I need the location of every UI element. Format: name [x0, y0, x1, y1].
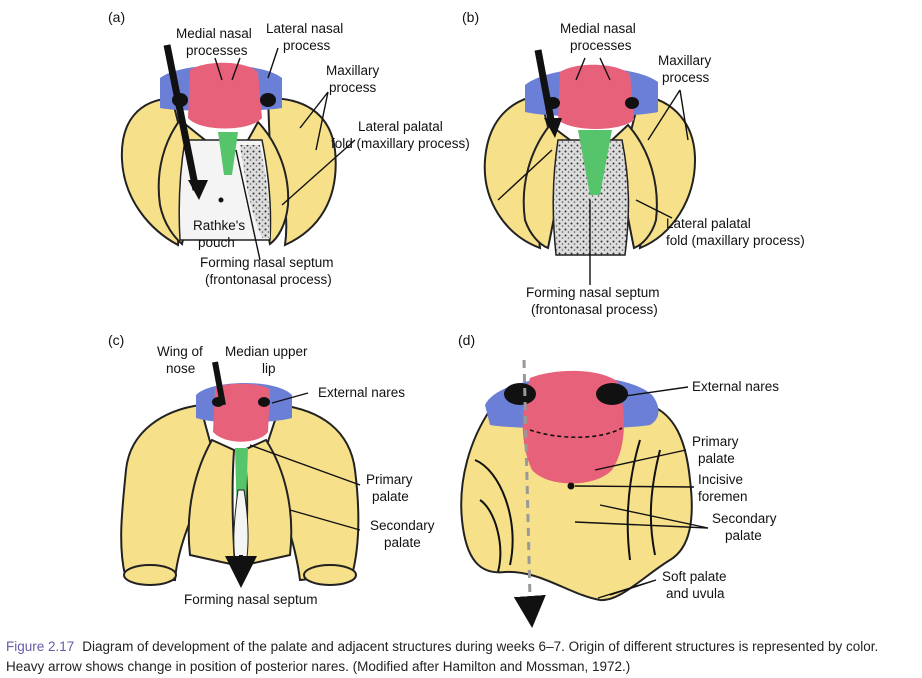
panel-d-fold-1 [474, 459, 514, 566]
panel-d-leader-soft-palate [597, 579, 657, 599]
panel-d-label-soft-2: and uvula [666, 586, 725, 601]
panel-d-label-secondary-2: palate [725, 528, 762, 543]
panel-c-label-secondary-2: palate [384, 535, 421, 550]
panel-d-leader-primary [594, 449, 687, 471]
panel-a: (a) Medial nasal processes Lateral nasal… [108, 9, 470, 287]
panel-c-label-wing-1: Wing of [157, 344, 203, 359]
panel-c-medial-nasal [213, 383, 270, 442]
panel-c-leader-nares [271, 392, 309, 404]
panel-b-heavy-arrow [534, 49, 556, 126]
panel-a-label-maxillary-2: process [329, 80, 377, 95]
palate-development-figure: (a) Medial nasal processes Lateral nasal… [108, 9, 805, 628]
panel-b-label-maxillary-1: Maxillary [658, 53, 712, 68]
panel-d-label-incisive-1: Incisive [698, 472, 743, 487]
panel-c-nasal-opening [233, 489, 249, 566]
panel-b-label-septum-1: Forming nasal septum [526, 285, 660, 300]
panel-b-leader-palatal-right [635, 199, 673, 219]
panel-a-label-medial-2: processes [186, 43, 248, 58]
panel-b-medial-nasal [558, 64, 634, 129]
panel-a-nasal-septum [218, 132, 238, 175]
panel-b-label-septum-2: (frontonasal process) [531, 302, 658, 317]
panel-a-label-lateral-1: Lateral nasal [266, 21, 343, 36]
panel-d-fold-2 [479, 499, 502, 573]
panel-a-label-rathke-2: pouch [198, 235, 235, 250]
panel-b-leader-medial [575, 57, 611, 81]
panel-c-label-primary-1: Primary [366, 472, 413, 487]
panel-c-tube-right [303, 564, 357, 586]
panel-c-label-wing-2: nose [166, 361, 195, 376]
panel-a-heavy-arrowhead [188, 180, 208, 200]
panel-d-label-primary-2: palate [698, 451, 735, 466]
panel-a-rathke-pouch-dot [218, 197, 224, 203]
panel-d-heavy-arrow [513, 594, 546, 628]
panel-a-heavy-arrow [163, 44, 200, 191]
panel-d-leader-secondary [574, 504, 709, 529]
panel-b-label-maxillary-2: process [662, 70, 710, 85]
panel-c-label-nares: External nares [318, 385, 405, 400]
panel-d-label-soft-1: Soft palate [662, 569, 727, 584]
panel-a-label-lateral-2: process [283, 38, 331, 53]
panel-a-nasal-pit-right [260, 93, 276, 107]
panel-d-leader-incisive [574, 485, 695, 488]
panel-d-naris-right [596, 383, 628, 405]
panel-c-label-septum: Forming nasal septum [184, 592, 318, 607]
caption-text: Diagram of development of the palate and… [6, 639, 879, 674]
panel-a-stippled-cavity [240, 145, 270, 238]
panel-a-leader-septum [235, 149, 261, 261]
panel-a-leader-medial [214, 57, 241, 81]
panel-c-label-secondary-1: Secondary [370, 518, 435, 533]
panel-d-label-incisive-2: foremen [698, 489, 748, 504]
panel-a-label-maxillary-1: Maxillary [326, 63, 380, 78]
panel-a-label-medial-1: Medial nasal [176, 26, 252, 41]
panel-c-label-median-2: lip [262, 361, 276, 376]
figure-number: Figure 2.17 [6, 639, 75, 654]
panel-b-label-medial-2: processes [570, 38, 632, 53]
panel-b-label-palatal2-1: Lateral palatal [666, 216, 751, 231]
panel-d-naris-left [504, 383, 536, 405]
panel-b-leader-palatal-left [497, 149, 553, 201]
panel-d-fold-4 [649, 449, 661, 556]
panel-d-leader-nares [624, 386, 689, 397]
panel-a-label-palatal-2: fold (maxillary process) [331, 136, 470, 151]
panel-b-heavy-arrowhead [544, 118, 562, 138]
panel-b-nasal-septum [578, 130, 612, 195]
panel-c: (c) Wing of nose Median upper lip Extern… [108, 332, 435, 607]
panel-d-fold-3 [626, 439, 641, 561]
panel-a-leader-palatal [281, 139, 356, 206]
panel-a-medial-nasal [188, 62, 262, 129]
panel-b-leader-maxillary [647, 89, 689, 141]
panel-b-letter: (b) [462, 9, 479, 25]
panel-d-label-secondary-1: Secondary [712, 511, 777, 526]
panel-c-naris-right [258, 397, 270, 407]
panel-a-leader-lateral [267, 47, 279, 79]
panel-b: (b) Medial nasal processes Maxillary pro… [462, 9, 805, 317]
panel-d-midline [522, 359, 532, 599]
panel-c-label-primary-2: palate [372, 489, 409, 504]
panel-a-leader-maxillary [299, 91, 329, 151]
panel-c-tube-left [123, 564, 177, 586]
panel-b-nasal-pit-right [625, 97, 639, 109]
panel-d-label-primary-1: Primary [692, 434, 739, 449]
panel-a-label-palatal-1: Lateral palatal [358, 119, 443, 134]
panel-b-label-medial-1: Medial nasal [560, 21, 636, 36]
panel-c-leader-primary [249, 444, 361, 486]
panel-c-leader-secondary [289, 509, 361, 531]
panel-a-letter: (a) [108, 9, 125, 25]
panel-d-incisive-foramen [567, 482, 575, 490]
panel-d-label-nares: External nares [692, 379, 779, 394]
panel-a-label-rathke-1: Rathke's [193, 218, 245, 233]
panel-c-letter: (c) [108, 332, 124, 348]
panel-c-heavy-arrow [212, 361, 226, 406]
panel-a-label-septum-2: (frontonasal process) [205, 272, 332, 287]
panel-b-oral-cavity [552, 139, 630, 256]
panel-b-label-palatal2-2: fold (maxillary process) [666, 233, 805, 248]
panel-d: (d) External nares Primary palate Incisi… [458, 332, 779, 628]
panel-c-label-median-1: Median upper [225, 344, 308, 359]
panel-a-label-septum-1: Forming nasal septum [200, 255, 334, 270]
panel-d-palate [460, 403, 693, 602]
panel-d-letter: (d) [458, 332, 475, 348]
panel-d-suture-line [529, 427, 623, 439]
